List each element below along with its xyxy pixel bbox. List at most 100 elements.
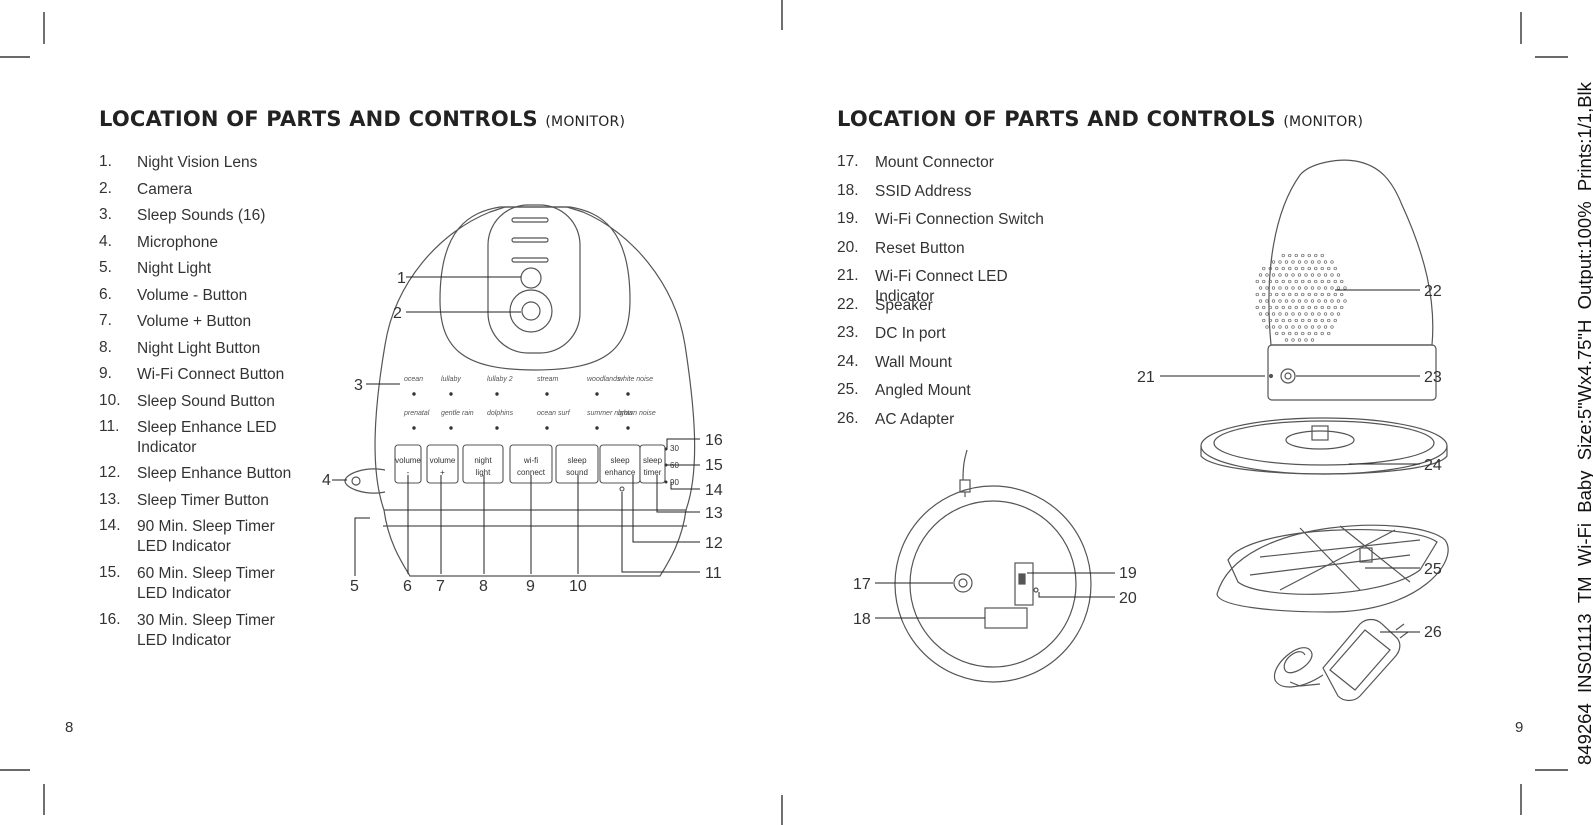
- list-item-text: Night Light Button: [137, 339, 261, 357]
- button-label: -: [407, 468, 410, 477]
- callout-3: 3: [354, 377, 363, 394]
- callout-16: 16: [705, 432, 723, 449]
- list-item: 12. Sleep Enhance Button: [99, 464, 307, 491]
- sound-led-dot: [595, 426, 599, 430]
- callout-20: 20: [1119, 590, 1137, 607]
- timer-mark-30: 30: [670, 444, 679, 453]
- sound-led-dot: [545, 392, 549, 396]
- callout-9: 9: [526, 578, 535, 595]
- list-item: 11.Sleep Enhance LED Indicator: [99, 418, 307, 464]
- sound-led-dot: [595, 392, 599, 396]
- list-item: 17.Mount Connector: [837, 153, 1045, 182]
- button-label: wi-fi: [523, 456, 538, 465]
- list-item: 16.30 Min. Sleep Timer LED Indicator: [99, 611, 307, 658]
- list-item: 23.DC In port: [837, 324, 1045, 353]
- list-item: 8.Night Light Button: [99, 339, 307, 366]
- list-item-text: Sleep Sounds (16): [137, 207, 266, 224]
- list-item-text: Speaker: [875, 296, 933, 314]
- camera-lens-inner: [521, 301, 541, 321]
- button-label: +: [440, 468, 445, 477]
- list-item-text: SSID Address: [875, 182, 972, 200]
- callout-4: 4: [322, 472, 331, 489]
- sleep-sound-label: lullaby 2: [487, 376, 513, 383]
- list-item-number: 3.: [99, 206, 112, 223]
- sound-led-dot: [449, 392, 453, 396]
- list-item-number: 7.: [99, 312, 112, 329]
- list-item-text: Sleep Enhance LED Indicator: [137, 419, 277, 456]
- list-item-text: Camera: [137, 180, 193, 198]
- list-item-text: DC In port: [875, 325, 946, 342]
- wifi-led: [1268, 373, 1274, 379]
- callout-19: 19: [1119, 565, 1137, 582]
- list-item-number: 18.: [837, 181, 859, 199]
- camera-lens-outer: [509, 289, 553, 333]
- front-button-row: volume-volume+nightlightwi-ficonnectslee…: [394, 444, 666, 484]
- wifi-switch: [1018, 573, 1026, 585]
- list-item: 24. Wall Mount: [837, 353, 1045, 382]
- sound-led-dot: [412, 392, 416, 396]
- monitor-front-diagram: [344, 204, 696, 577]
- list-item-text: Wall Mount: [875, 353, 952, 371]
- night-vision-lens: [520, 267, 542, 289]
- list-item-number: 24.: [837, 352, 859, 370]
- list-item: 20.Reset Button: [837, 239, 1045, 268]
- list-item-text: Wi-Fi Connection Switch: [875, 211, 1044, 228]
- list-item-text: 60 Min. Sleep Timer LED Indicator: [137, 565, 275, 602]
- list-item: 10.Sleep Sound Button: [99, 392, 307, 419]
- page-number-left: 8: [65, 719, 74, 736]
- callout-14: 14: [705, 482, 723, 499]
- list-item-text: Night Light: [137, 260, 212, 277]
- callout-17: 17: [853, 576, 871, 593]
- list-item-number: 12.: [99, 464, 121, 481]
- list-item: 19.Wi-Fi Connection Switch: [837, 210, 1045, 239]
- list-item-number: 17.: [837, 153, 859, 170]
- right-callout-numbers: 21 22 23 24 25 26: [1137, 283, 1442, 641]
- sleep-sound-label: summer nights: [587, 410, 633, 417]
- button-face: [555, 444, 599, 484]
- list-item-text: Sleep Sound Button: [137, 392, 275, 410]
- sleep-sound-label: dolphins: [487, 410, 514, 417]
- sleep-sound-label: white noise: [618, 376, 653, 383]
- list-item: 18. SSID Address: [837, 182, 1045, 211]
- camera-hood: [439, 206, 631, 371]
- callout-2: 2: [393, 305, 402, 322]
- list-item: 7.Volume + Button: [99, 312, 307, 339]
- right-leader-lines: [1160, 289, 1420, 633]
- list-item-text: Sleep Enhance Button: [137, 465, 292, 482]
- list-item: 14.90 Min. Sleep Timer LED Indicator: [99, 517, 307, 564]
- list-item-number: 26.: [837, 409, 859, 427]
- button-label: enhance: [605, 468, 636, 477]
- monitor-back-diagram: [1267, 159, 1437, 401]
- monitor-base-outline: [383, 509, 687, 577]
- button-label: volume: [395, 456, 421, 465]
- button-label: night: [474, 456, 492, 465]
- wall-mount-diagram: [1200, 417, 1448, 475]
- list-item-text: Sleep Timer Button: [137, 491, 269, 509]
- front-leader-lines: [332, 276, 700, 576]
- sound-led-dot: [495, 392, 499, 396]
- button-label: sound: [566, 468, 588, 477]
- list-item-number: 2.: [99, 179, 112, 197]
- button-face: [426, 444, 459, 484]
- back-body-outline: [1268, 159, 1434, 346]
- callout-25: 25: [1424, 561, 1442, 578]
- ac-adapter-diagram: [1273, 618, 1409, 702]
- callout-26: 26: [1424, 624, 1442, 641]
- list-item-number: 22.: [837, 295, 859, 313]
- page-title-right: LOCATION OF PARTS AND CONTROLS (MONITOR): [837, 107, 1363, 131]
- list-item-number: 16.: [99, 611, 121, 628]
- button-face: [462, 444, 504, 484]
- callout-1: 1: [397, 270, 406, 287]
- list-item: 25.Angled Mount: [837, 381, 1045, 410]
- front-button[interactable]: volume+: [426, 444, 459, 484]
- ssid-label: [984, 607, 1028, 629]
- callout-13: 13: [705, 505, 723, 522]
- camera-panel: [487, 204, 581, 354]
